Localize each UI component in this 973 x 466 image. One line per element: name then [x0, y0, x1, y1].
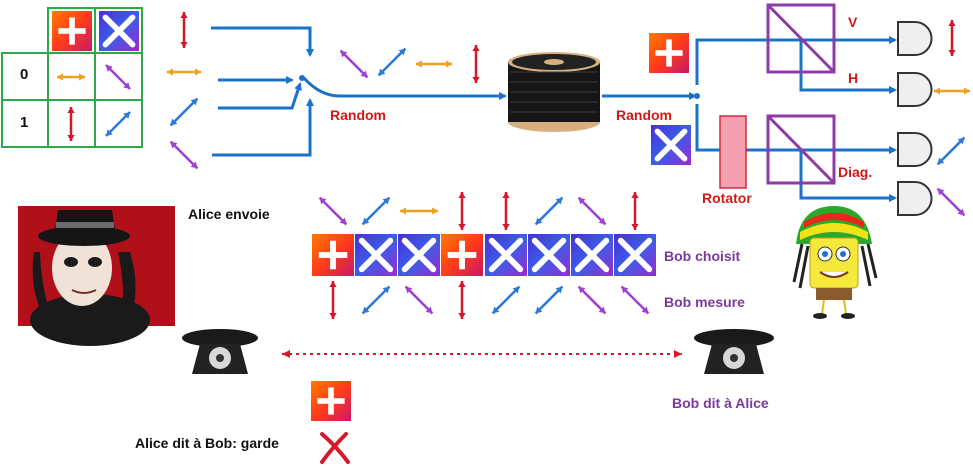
bob-chooses-diagonal-basis-icon — [485, 234, 527, 276]
router-node — [694, 93, 700, 99]
red-x-icon — [320, 432, 350, 464]
alice-sends-diag-up-icon — [534, 196, 564, 226]
detector-h-output-horizontal-icon — [934, 87, 970, 95]
phone-line-arrow-left — [282, 350, 290, 358]
channel-diag-down-icon — [339, 49, 369, 79]
table-row-label-1: 1 — [20, 114, 29, 131]
h-label: H — [848, 70, 859, 86]
bob-chooses-diagonal-basis-icon — [614, 234, 656, 276]
diag-label: Diag. — [838, 164, 873, 180]
bob-measures-vertical-icon — [458, 281, 466, 319]
polarizing-beam-splitter-top — [766, 3, 836, 74]
table-1-diagonal-diag-up-icon — [105, 111, 131, 137]
bob-chooses-diagonal-basis-icon — [571, 234, 613, 276]
source-diag-down-icon — [169, 140, 199, 170]
combiner-node — [299, 75, 305, 81]
polarizing-beam-splitter-bottom — [766, 114, 836, 185]
alice-sends-vertical-icon — [631, 192, 639, 230]
bob-chooses-diagonal-basis-icon — [528, 234, 570, 276]
detector-diag-output-diag-up-icon — [936, 136, 966, 166]
table-1-rectilinear-vertical-icon — [67, 107, 75, 141]
table-header-diagonal-basis-icon — [99, 11, 139, 51]
alice-sends-horizontal-icon — [400, 207, 438, 215]
alice-sends-vertical-icon — [458, 192, 466, 230]
bob-measures-diag-down-icon — [620, 285, 650, 315]
alice-sends-diag-down-icon — [318, 196, 348, 226]
bob-measures-label: Bob mesure — [664, 294, 745, 310]
bob-chooses-rectilinear-basis-icon — [312, 234, 354, 276]
optical-paths — [211, 26, 897, 202]
telephone-icon-alice — [182, 329, 258, 374]
telephone-icon-bob — [694, 329, 774, 374]
random-right-label: Random — [616, 107, 672, 123]
keep-rectilinear-basis-icon — [311, 381, 351, 421]
detector-v — [897, 21, 933, 56]
table-0-diagonal-diag-down-icon — [105, 64, 131, 90]
alice-sends-label: Alice envoie — [188, 206, 270, 222]
bob-measures-diag-up-icon — [361, 285, 391, 315]
bob-measures-diag-down-icon — [577, 285, 607, 315]
rotator — [719, 115, 747, 189]
table-header-rectilinear-basis-icon — [52, 11, 92, 51]
source-diag-up-icon — [169, 97, 199, 127]
detector-h — [897, 72, 933, 107]
detector-diag-output-diag-down-icon — [936, 187, 966, 217]
channel-vertical-icon — [472, 45, 480, 83]
alice-photo — [18, 206, 175, 346]
bob-chooses-diagonal-basis-icon — [398, 234, 440, 276]
bob-rectilinear-basis-icon — [649, 33, 689, 73]
table-0-rectilinear-horizontal-icon — [57, 73, 85, 81]
alice-tells-bob-label: Alice dit à Bob: garde — [135, 435, 279, 451]
table-row-label-0: 0 — [20, 66, 29, 83]
detectors — [897, 21, 933, 216]
fiber-spool-icon — [508, 52, 600, 132]
channel-horizontal-icon — [416, 60, 452, 68]
phone-line-arrow-right — [674, 350, 682, 358]
bob-measures-diag-up-icon — [491, 285, 521, 315]
detector-diag-1 — [897, 132, 933, 167]
bob-tells-alice-label: Bob dit à Alice — [672, 395, 769, 411]
v-label: V — [848, 14, 858, 30]
detector-v-output-vertical-icon — [948, 20, 956, 56]
bob-measures-vertical-icon — [329, 281, 337, 319]
detector-diag-2 — [897, 181, 933, 216]
channel-diag-up-icon — [377, 47, 407, 77]
random-left-label: Random — [330, 107, 386, 123]
bob-diagonal-basis-icon — [651, 125, 691, 165]
alice-sends-diag-down-icon — [577, 196, 607, 226]
bob-measures-diag-up-icon — [534, 285, 564, 315]
encoding-table — [1, 7, 143, 148]
bob-measures-diag-down-icon — [404, 285, 434, 315]
alice-sends-diag-up-icon — [361, 196, 391, 226]
alice-sends-vertical-icon — [502, 192, 510, 230]
source-vertical-icon — [180, 12, 188, 48]
bob-chooses-rectilinear-basis-icon — [441, 234, 483, 276]
bob-chooses-diagonal-basis-icon — [355, 234, 397, 276]
bob-chooses-label: Bob choisit — [664, 248, 741, 264]
source-horizontal-icon — [167, 68, 201, 76]
bob-sponge-character — [792, 206, 878, 319]
rotator-label: Rotator — [702, 190, 752, 206]
